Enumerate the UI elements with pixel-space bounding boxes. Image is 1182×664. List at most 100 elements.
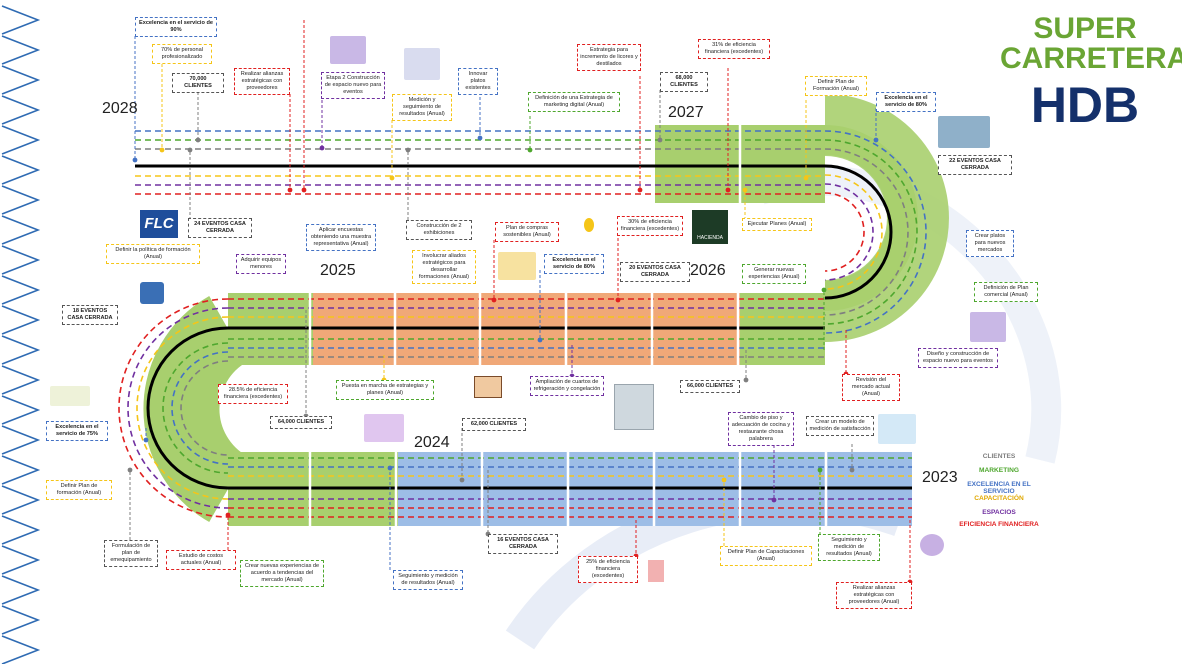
note-nuevas-experiencias-2026: Generar nuevas experiencias (Anual)	[742, 264, 806, 284]
note-excelencia-80-2026: Excelencia en el servicio de 80%	[544, 254, 604, 274]
chef-picture-2	[970, 312, 1006, 342]
note-medicion-2024: Seguimiento y medición de resultados (An…	[393, 570, 463, 590]
connector-dot	[821, 287, 827, 293]
connector-dot	[319, 145, 325, 151]
title-line-2: CARRETERA	[1000, 42, 1182, 75]
note-compras-sostenibles: Plan de compras sostenibles (Anual)	[495, 222, 559, 242]
legend-marketing: MARKETING	[979, 467, 1019, 474]
chef-picture	[330, 36, 366, 64]
note-connectors	[127, 20, 913, 585]
right-curve-lane-marketing	[824, 139, 918, 325]
ideas-picture	[364, 414, 404, 442]
connector-dot	[657, 137, 663, 143]
connector-dot	[803, 175, 809, 181]
legend-excelencia: EXCELENCIA EN EL SERVICIO	[967, 481, 1031, 495]
border-triangle	[1, 545, 41, 575]
year-2025: 2025	[320, 262, 356, 279]
connector-dot	[817, 467, 823, 473]
note-modelo-satisfaccion: Crear un modelo de medición de satisfacc…	[806, 416, 874, 436]
connector-dot	[721, 477, 727, 483]
border-triangle	[1, 5, 41, 35]
year-2026: 2026	[690, 262, 726, 279]
connector-dot	[849, 467, 855, 473]
note-personal-70: 70% de personal profesionalizado	[152, 44, 212, 64]
segment-dividers	[308, 125, 828, 526]
note-68000-clientes: 68,000 CLIENTES	[660, 72, 708, 92]
border-triangle	[1, 635, 41, 664]
note-eficiencia-31: 31% de eficiencia financiera (excedentes…	[698, 39, 770, 59]
left-curve-lane-clientes	[180, 360, 229, 456]
right-curve-lane-clientes	[824, 148, 909, 316]
medal-icon	[584, 218, 594, 232]
note-ejecutar-planes: Ejecutar Planes (Anual)	[742, 218, 812, 231]
left-curve-road	[143, 295, 249, 523]
note-revision-mercado: Revisión del mercado actual (Anual)	[842, 374, 900, 401]
border-triangle	[1, 605, 41, 635]
note-20-eventos: 20 EVENTOS CASA CERRADA	[620, 262, 690, 282]
border-triangle	[1, 335, 41, 365]
border-triangle	[1, 185, 41, 215]
connector-dot	[637, 187, 643, 193]
connector-dot	[389, 175, 395, 181]
note-cuartos-refrigeracion: Ampliación de cuartos de refrigeración y…	[530, 376, 604, 396]
team-icon	[920, 534, 944, 556]
connector-dot	[743, 377, 749, 383]
right-curve-lane-capacitacion	[824, 174, 883, 290]
note-eficiencia-30: 30% de eficiencia financiera (excedentes…	[617, 216, 683, 236]
border-triangle	[1, 65, 41, 95]
note-aplicar-encuestas: Aplicar encuestas obteniendo una muestra…	[306, 224, 376, 251]
note-licores: Estrategia para incremento de licores y …	[577, 44, 641, 71]
note-platos-nuevos-mercados: Crear platos para nuevos mercados	[966, 230, 1014, 257]
note-plan-capacitaciones: Definir Plan de Capacitaciones (Anual)	[720, 546, 812, 566]
note-plan-comercial: Definición de Plan comercial (Anual)	[974, 282, 1038, 302]
connector-dot	[143, 437, 149, 443]
connector-dot	[771, 497, 777, 503]
note-equipos-menores: Adquirir equipos menores	[236, 254, 286, 274]
note-cambio-piso: Cambio de piso y adecuación de cocina y …	[728, 412, 794, 446]
connector-dot	[459, 477, 465, 483]
note-excelencia-90: Excelencia en el servicio de 90%	[135, 17, 217, 37]
border-triangle	[1, 395, 41, 425]
survey-picture	[878, 414, 916, 444]
connector-dot	[127, 467, 133, 473]
note-66000-clientes: 66,000 CLIENTES	[680, 380, 740, 393]
left-curve-lane-capacitacion	[136, 316, 229, 500]
connector-dot	[405, 147, 411, 153]
note-16-eventos: 16 EVENTOS CASA CERRADA	[488, 534, 558, 554]
connector-dot	[491, 297, 497, 303]
border-triangle	[1, 455, 41, 485]
year-2023: 2023	[922, 469, 958, 486]
note-64000-clientes: 64,000 CLIENTES	[270, 416, 332, 429]
growth-icon	[648, 560, 664, 582]
left-curve-lane-marketing	[162, 342, 229, 474]
flc-logo: FLC	[140, 210, 178, 238]
note-plan-formacion-2024: Definir Plan de formación (Anual)	[46, 480, 112, 500]
hacienda-logo: HACIENDA	[692, 210, 728, 244]
connector-dot	[301, 187, 307, 193]
note-medicion-2023: Seguimiento y medición de resultados (An…	[818, 534, 880, 561]
border-triangle	[1, 155, 41, 185]
border-triangle	[1, 305, 41, 335]
note-plan-formacion-2027: Definir Plan de Formación (Anual)	[805, 76, 867, 96]
border-triangle	[1, 275, 41, 305]
border-triangle	[1, 485, 41, 515]
note-aliados-formaciones: Involucrar aliados estratégicos para des…	[412, 250, 476, 284]
border-triangle	[1, 365, 41, 395]
note-alianzas-2028: Realizar alianzas estratégicas con prove…	[234, 68, 290, 95]
border-triangles	[1, 5, 41, 664]
note-70000-clientes: 70,000 CLIENTES	[172, 73, 224, 93]
note-medicion-2028: Medición y seguimiento de resultados (An…	[392, 94, 452, 121]
note-diseno-espacio: Diseño y construcción de espacio nuevo p…	[918, 348, 998, 368]
connector-dot	[287, 187, 293, 193]
note-62000-clientes: 62,000 CLIENTES	[462, 418, 526, 431]
right-curve-lane-eficiencia	[824, 192, 865, 272]
legend-eficiencia: EFICIENCIA FINANCIERA	[959, 521, 1039, 528]
note-eficiencia-25: 25% de eficiencia financiera (excedentes…	[578, 556, 638, 583]
legend-espacios: ESPACIOS	[982, 509, 1016, 516]
connector-dot	[187, 147, 193, 153]
border-triangle	[1, 245, 41, 275]
legend-clientes: CLIENTES	[982, 453, 1016, 460]
note-excelencia-75: Excelencia en el servicio de 75%	[46, 421, 108, 441]
